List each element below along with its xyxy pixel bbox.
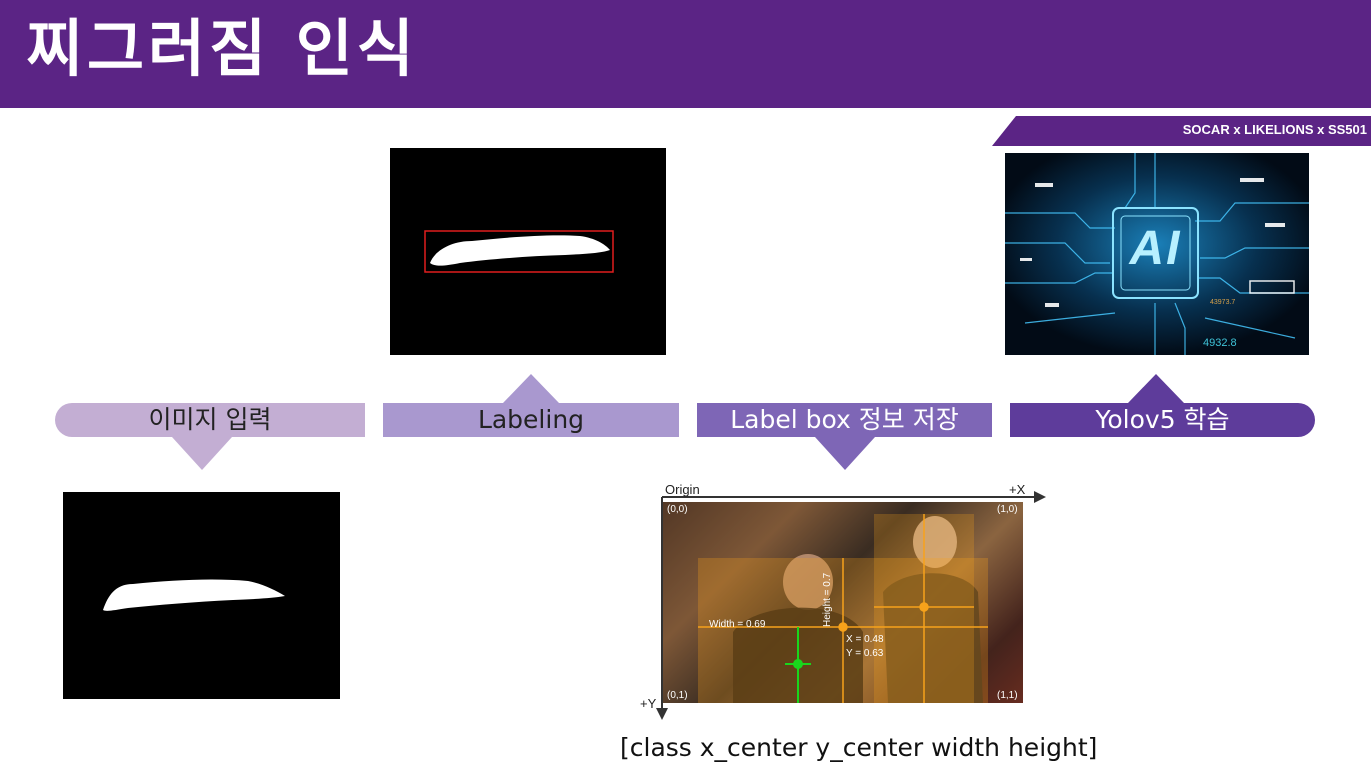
labeling-image <box>390 148 666 355</box>
bbox-overlay <box>663 502 1023 703</box>
arrow-down-icon <box>172 437 232 470</box>
ai-number-1: 4932.8 <box>1203 337 1237 349</box>
y-axis-label: +Y <box>640 696 657 711</box>
ai-circuit-icon <box>1005 153 1309 355</box>
origin-label: Origin <box>665 482 700 497</box>
page-title: 찌그러짐 인식 <box>26 12 418 85</box>
step-label-box-save: Label box 정보 저장 <box>697 403 992 437</box>
brand-ribbon: SOCAR x LIKELIONS x SS501 <box>992 116 1371 146</box>
ai-text: AI <box>1129 222 1182 275</box>
step-yolov5-train: Yolov5 학습 <box>1010 403 1315 437</box>
ai-number-2: 43973.7 <box>1210 299 1236 306</box>
x-axis-label: +X <box>1009 482 1026 497</box>
step-labeling: Labeling <box>383 403 679 437</box>
car-dent-silhouette-icon <box>103 579 285 611</box>
bbox-example-photo <box>663 502 1023 703</box>
arrow-down-icon <box>815 437 875 470</box>
input-image <box>63 492 340 699</box>
arrow-up-icon <box>503 374 559 403</box>
yolo-format-text: [class x_center y_center width height] <box>620 733 1098 762</box>
header-bar: 찌그러짐 인식 <box>0 0 1371 108</box>
car-dent-silhouette-icon <box>424 230 614 273</box>
arrow-up-icon <box>1128 374 1184 403</box>
ai-circuit-image: AI 4932.8 43973.7 <box>1005 153 1309 355</box>
brand-label: SOCAR x LIKELIONS x SS501 <box>1182 122 1367 137</box>
step-image-input: 이미지 입력 <box>55 403 365 437</box>
